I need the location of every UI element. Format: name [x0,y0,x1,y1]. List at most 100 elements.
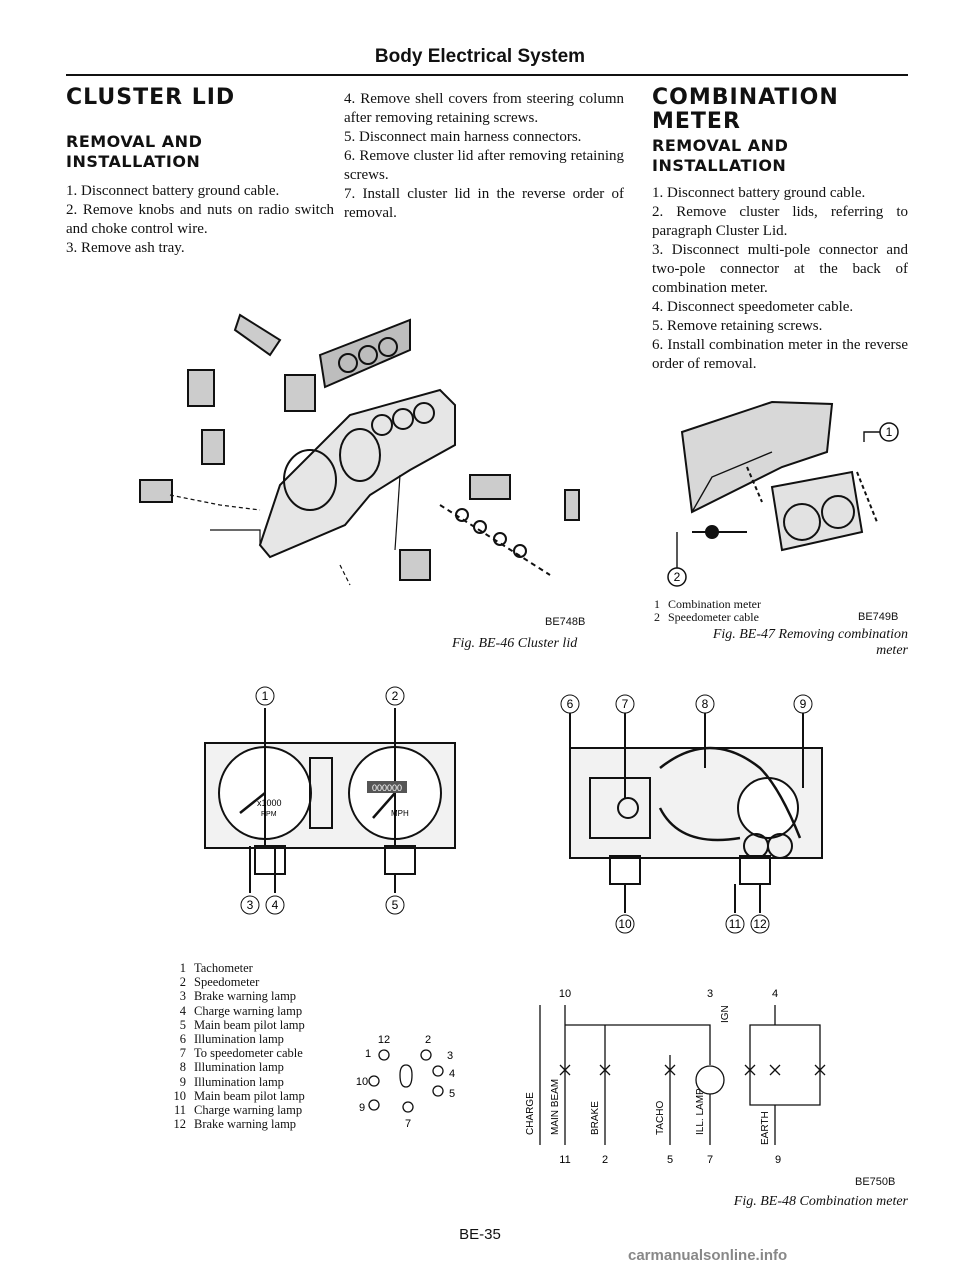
wire-label: TACHO [655,1101,666,1135]
wire-pin: 2 [602,1154,608,1166]
wire-label: MAIN BEAM [550,1079,561,1135]
pin-label: 3 [447,1050,453,1062]
fig47-callout-1: 1 [886,425,893,439]
wire-label: IGN [720,1005,731,1023]
cluster-lid-title: CLUSTER LID [66,85,236,110]
combination-meter-steps: 1. Disconnect battery ground cable. 2. R… [652,184,908,374]
combination-meter-front-view: 000000 x1000 RPM MPH 1 2 3 4 5 [204,686,456,915]
callout-9: 9 [800,697,807,711]
wire-pin: 9 [775,1154,781,1166]
fig46-caption: Fig. BE-46 Cluster lid [452,636,578,651]
combination-meter-removal-diagram: 1 2 [667,400,899,587]
step: 3. Remove ash tray. [66,240,185,256]
callout-4: 4 [272,898,279,912]
callout-7: 7 [622,697,629,711]
step: 3. Disconnect multi-pole connector and t… [652,242,908,296]
watermark: carmanualsonline.info [628,1247,788,1264]
wire-label: ILL. LAMP [695,1088,706,1135]
callout-5: 5 [392,898,399,912]
callout-10: 10 [618,917,632,931]
step: 5. Remove retaining screws. [652,318,823,334]
combination-meter-rear-view: 6 7 8 9 10 11 12 [560,694,823,934]
odometer: 000000 [372,783,402,793]
pin-label: 4 [449,1068,455,1080]
callout-3: 3 [247,898,254,912]
step: 6. Install combination meter in the reve… [652,337,908,372]
callout-2: 2 [392,689,399,703]
pin-label: 5 [449,1088,455,1100]
fig47-caption-line1: Fig. BE-47 Removing combination [712,627,908,642]
cluster-lid-section: CLUSTER LID REMOVAL AND INSTALLATION 1. … [66,86,334,258]
tach-rpm: RPM [261,811,277,818]
fig47-caption-line2: meter [876,643,908,658]
step: 7. Install cluster lid in the reverse or… [344,186,624,221]
tach-unit: x1000 [257,798,282,808]
cluster-lid-steps-continued: 4. Remove shell covers from steering col… [344,90,624,223]
callout-12: 12 [753,917,767,931]
pin-label: 10 [356,1076,368,1088]
step: 2. Remove cluster lids, referring to par… [652,204,908,239]
fig47-caption: Fig. BE-47 Removing combination meter [678,627,908,659]
callout-1: 1 [262,689,269,703]
step: 4. Disconnect speedometer cable. [652,299,854,315]
fig48-caption: Fig. BE-48 Combination meter [733,1194,908,1209]
pin-label: 2 [425,1034,431,1046]
wire-pin: 3 [707,988,713,1000]
cluster-lid-steps-a: 1. Disconnect battery ground cable. 2. R… [66,182,334,258]
combination-meter-section: COMBINATION METER REMOVAL AND INSTALLATI… [652,86,908,374]
pin-label: 9 [359,1102,365,1114]
combination-meter-subtitle: REMOVAL AND INSTALLATION [652,136,789,175]
wire-label: BRAKE [590,1101,601,1135]
wire-pin: 10 [559,988,571,1000]
wire-pin: 5 [667,1154,673,1166]
connector-pin-layout: 1 12 2 3 4 5 7 9 10 [356,1034,455,1130]
callout-6: 6 [567,697,574,711]
speed-unit: MPH [391,809,409,818]
wire-pin: 4 [772,988,778,1000]
pin-label: 1 [365,1048,371,1060]
callout-11: 11 [729,917,742,931]
fig46-code: BE748B [545,616,586,628]
cluster-lid-subtitle: REMOVAL AND INSTALLATION [66,132,203,171]
wiring-schematic: CHARGE MAIN BEAM BRAKE TACHO ILL. LAMP I… [525,988,826,1166]
fig47-code: BE749B [858,611,899,623]
page-header: Body Electrical System [374,46,586,67]
step: 1. Disconnect battery ground cable. [652,185,866,201]
step: 2. Remove knobs and nuts on radio switch… [66,202,334,237]
cluster-lid-steps-b: 4. Remove shell covers from steering col… [344,90,624,223]
combination-meter-title-2: METER [652,109,741,134]
step: 5. Disconnect main harness connectors. [344,129,582,145]
pin-label: 7 [405,1118,411,1130]
fig48-code: BE750B [855,1176,896,1188]
header-rule [66,74,908,76]
wire-pin: 7 [707,1154,713,1166]
step: 4. Remove shell covers from steering col… [344,91,624,126]
pin-label: 12 [378,1034,390,1046]
step: 1. Disconnect battery ground cable. [66,183,280,199]
wire-label: EARTH [760,1111,771,1145]
step: 6. Remove cluster lid after removing ret… [344,148,624,183]
cluster-lid-exploded-diagram [139,313,580,586]
callout-8: 8 [702,697,709,711]
wire-label: CHARGE [525,1092,536,1135]
wire-pin: 11 [559,1154,570,1166]
page-number: BE-35 [459,1226,501,1243]
combination-meter-title-1: COMBINATION [652,85,839,110]
fig47-callout-2: 2 [674,570,681,584]
